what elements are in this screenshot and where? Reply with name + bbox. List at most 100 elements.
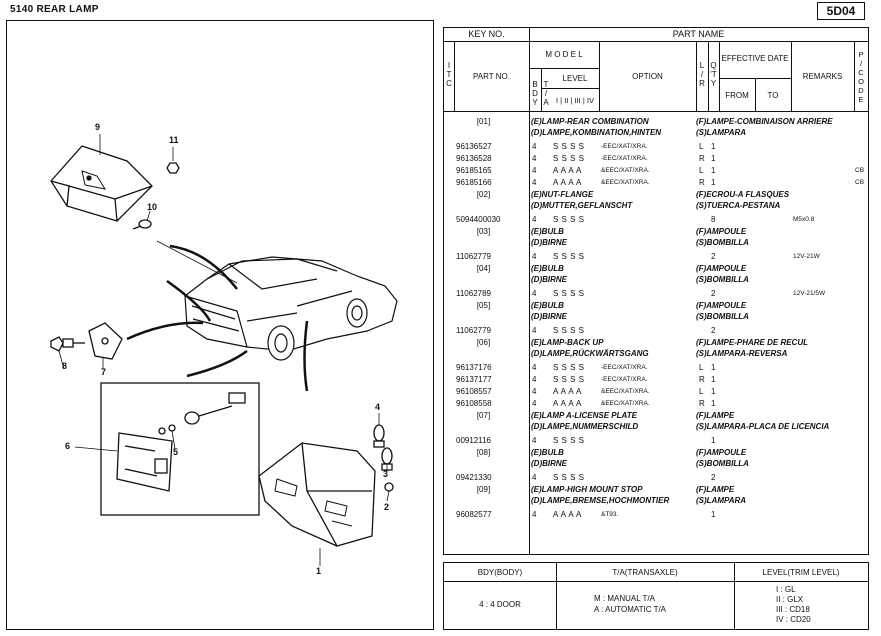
bulb-10 [132,219,152,230]
qty: 1 [711,166,716,175]
name-es: (S)BOMBILLA [696,312,749,321]
name-de: (D)BIRNE [531,459,567,468]
key-row: [08](E)BULB(F)AMPOULE [444,447,868,459]
bulb-8 [50,336,85,352]
qty: 2 [711,326,716,335]
callout-10: 10 [147,202,158,212]
part-no: 96136528 [456,154,492,163]
name-en: (E)BULB [531,264,564,273]
name-fr: (F)LAMPE-PHARE DE RECUL [696,338,808,347]
legend-level-3: III : CD18 [776,605,810,614]
col-part-name: PART NAME [672,29,725,39]
back-up-socket [158,392,246,435]
option: -EEC/XAT/XRA. [601,376,648,383]
key-row-sub: (D)LAMPE,KOMBINATION,HINTEN(S)LAMPARA [444,127,868,139]
qty: 2 [711,252,716,261]
car-body [184,256,398,361]
col-to: TO [767,91,779,100]
legend-level-1: I : GL [776,585,796,594]
bdy: 4 [532,473,537,482]
bdy: 4 [532,326,537,335]
high-mount-stop-lamp [50,145,153,222]
lr: R [699,154,705,163]
bdy: 4 [532,142,537,151]
qty: 1 [711,375,716,384]
col-from: FROM [725,91,749,100]
level: A A A A [553,166,582,175]
key-no: [08] [476,448,491,457]
name-de: (D)BIRNE [531,238,567,247]
key-row: [03](E)BULB(F)AMPOULE [444,226,868,238]
key-no: [04] [476,264,491,273]
key-row-sub: (D)BIRNE(S)BOMBILLA [444,274,868,286]
name-de: (D)LAMPE,KOMBINATION,HINTEN [531,128,662,137]
key-row: [02](E)NUT-FLANGE(F)ECROU-A FLASQUES [444,189,868,201]
key-row-sub: (D)BIRNE(S)BOMBILLA [444,458,868,470]
level: S S S S [553,473,585,482]
part-no: 11062779 [456,326,491,335]
level: S S S S [553,215,585,224]
name-es: (S)BOMBILLA [696,238,749,247]
bdy: 4 [532,436,537,445]
legend-ta-manual: M : MANUAL T/A [594,594,655,603]
key-row-sub: (D)LAMPE,BREMSE,HOCHMONTIER(S)LAMPARA [444,495,868,507]
col-lr: L/R [699,61,705,88]
callout-2: 2 [384,502,390,512]
nut [166,162,180,174]
col-part-no: PART NO. [473,72,510,81]
callout-3: 3 [383,469,389,479]
part-no: 96185165 [456,166,492,175]
legend: BDY(BODY) T/A(TRANSAXLE) LEVEL(TRIM LEVE… [443,562,869,630]
level: A A A A [553,399,582,408]
part-no: 96108558 [456,399,492,408]
qty: 1 [711,399,716,408]
key-no: [02] [476,190,491,199]
qty: 1 [711,510,716,519]
license-plate-lamp [88,322,123,360]
qty: 2 [711,473,716,482]
name-de: (D)BIRNE [531,275,567,284]
legend-bdy-head: BDY(BODY) [477,568,523,577]
key-row-sub: (D)BIRNE (S)BOMBILLA [444,237,868,249]
option: &T93. [601,511,619,518]
key-no: [01] [476,117,491,126]
lr: R [699,375,705,384]
name-en: (E)BULB [531,301,564,310]
lr: L [699,166,704,175]
level: S S S S [553,326,585,335]
name-fr: (F)LAMPE-COMBINAISON ARRIERE [696,117,833,126]
bdy: 4 [532,154,537,163]
lr: L [699,363,704,372]
option: -EEC/XAT/XRA. [601,155,648,162]
option: &EEC/XAT/XRA. [601,179,650,186]
level: S S S S [553,363,585,372]
name-de: (D)MUTTER,GEFLANSCHT [531,201,633,210]
name-fr: (F)AMPOULE [696,227,747,236]
level: S S S S [553,436,585,445]
part-row: 11062779 4 S S S S 2 [444,325,868,337]
bdy: 4 [532,166,537,175]
name-es: (S)LAMPARA [696,496,747,505]
level: S S S S [553,289,585,298]
part-no: 5094400030 [456,215,501,224]
page-code: 5D04 [817,2,865,20]
key-row-sub: (D)MUTTER,GEFLANSCHT(S)TUERCA-PESTANA [444,200,868,212]
qty: 1 [711,436,716,445]
key-no: [09] [476,485,491,494]
name-en: (E)LAMP A-LICENSE PLATE [531,411,637,420]
rear-combination-lamp [258,442,376,547]
key-no: [07] [476,411,491,420]
name-de: (D)BIRNE [531,312,567,321]
key-row-sub: (D)LAMPE,NUMMERSCHILD(S)LAMPARA-PLACA DE… [444,421,868,433]
qty: 1 [711,387,716,396]
nut-2 [384,482,394,492]
